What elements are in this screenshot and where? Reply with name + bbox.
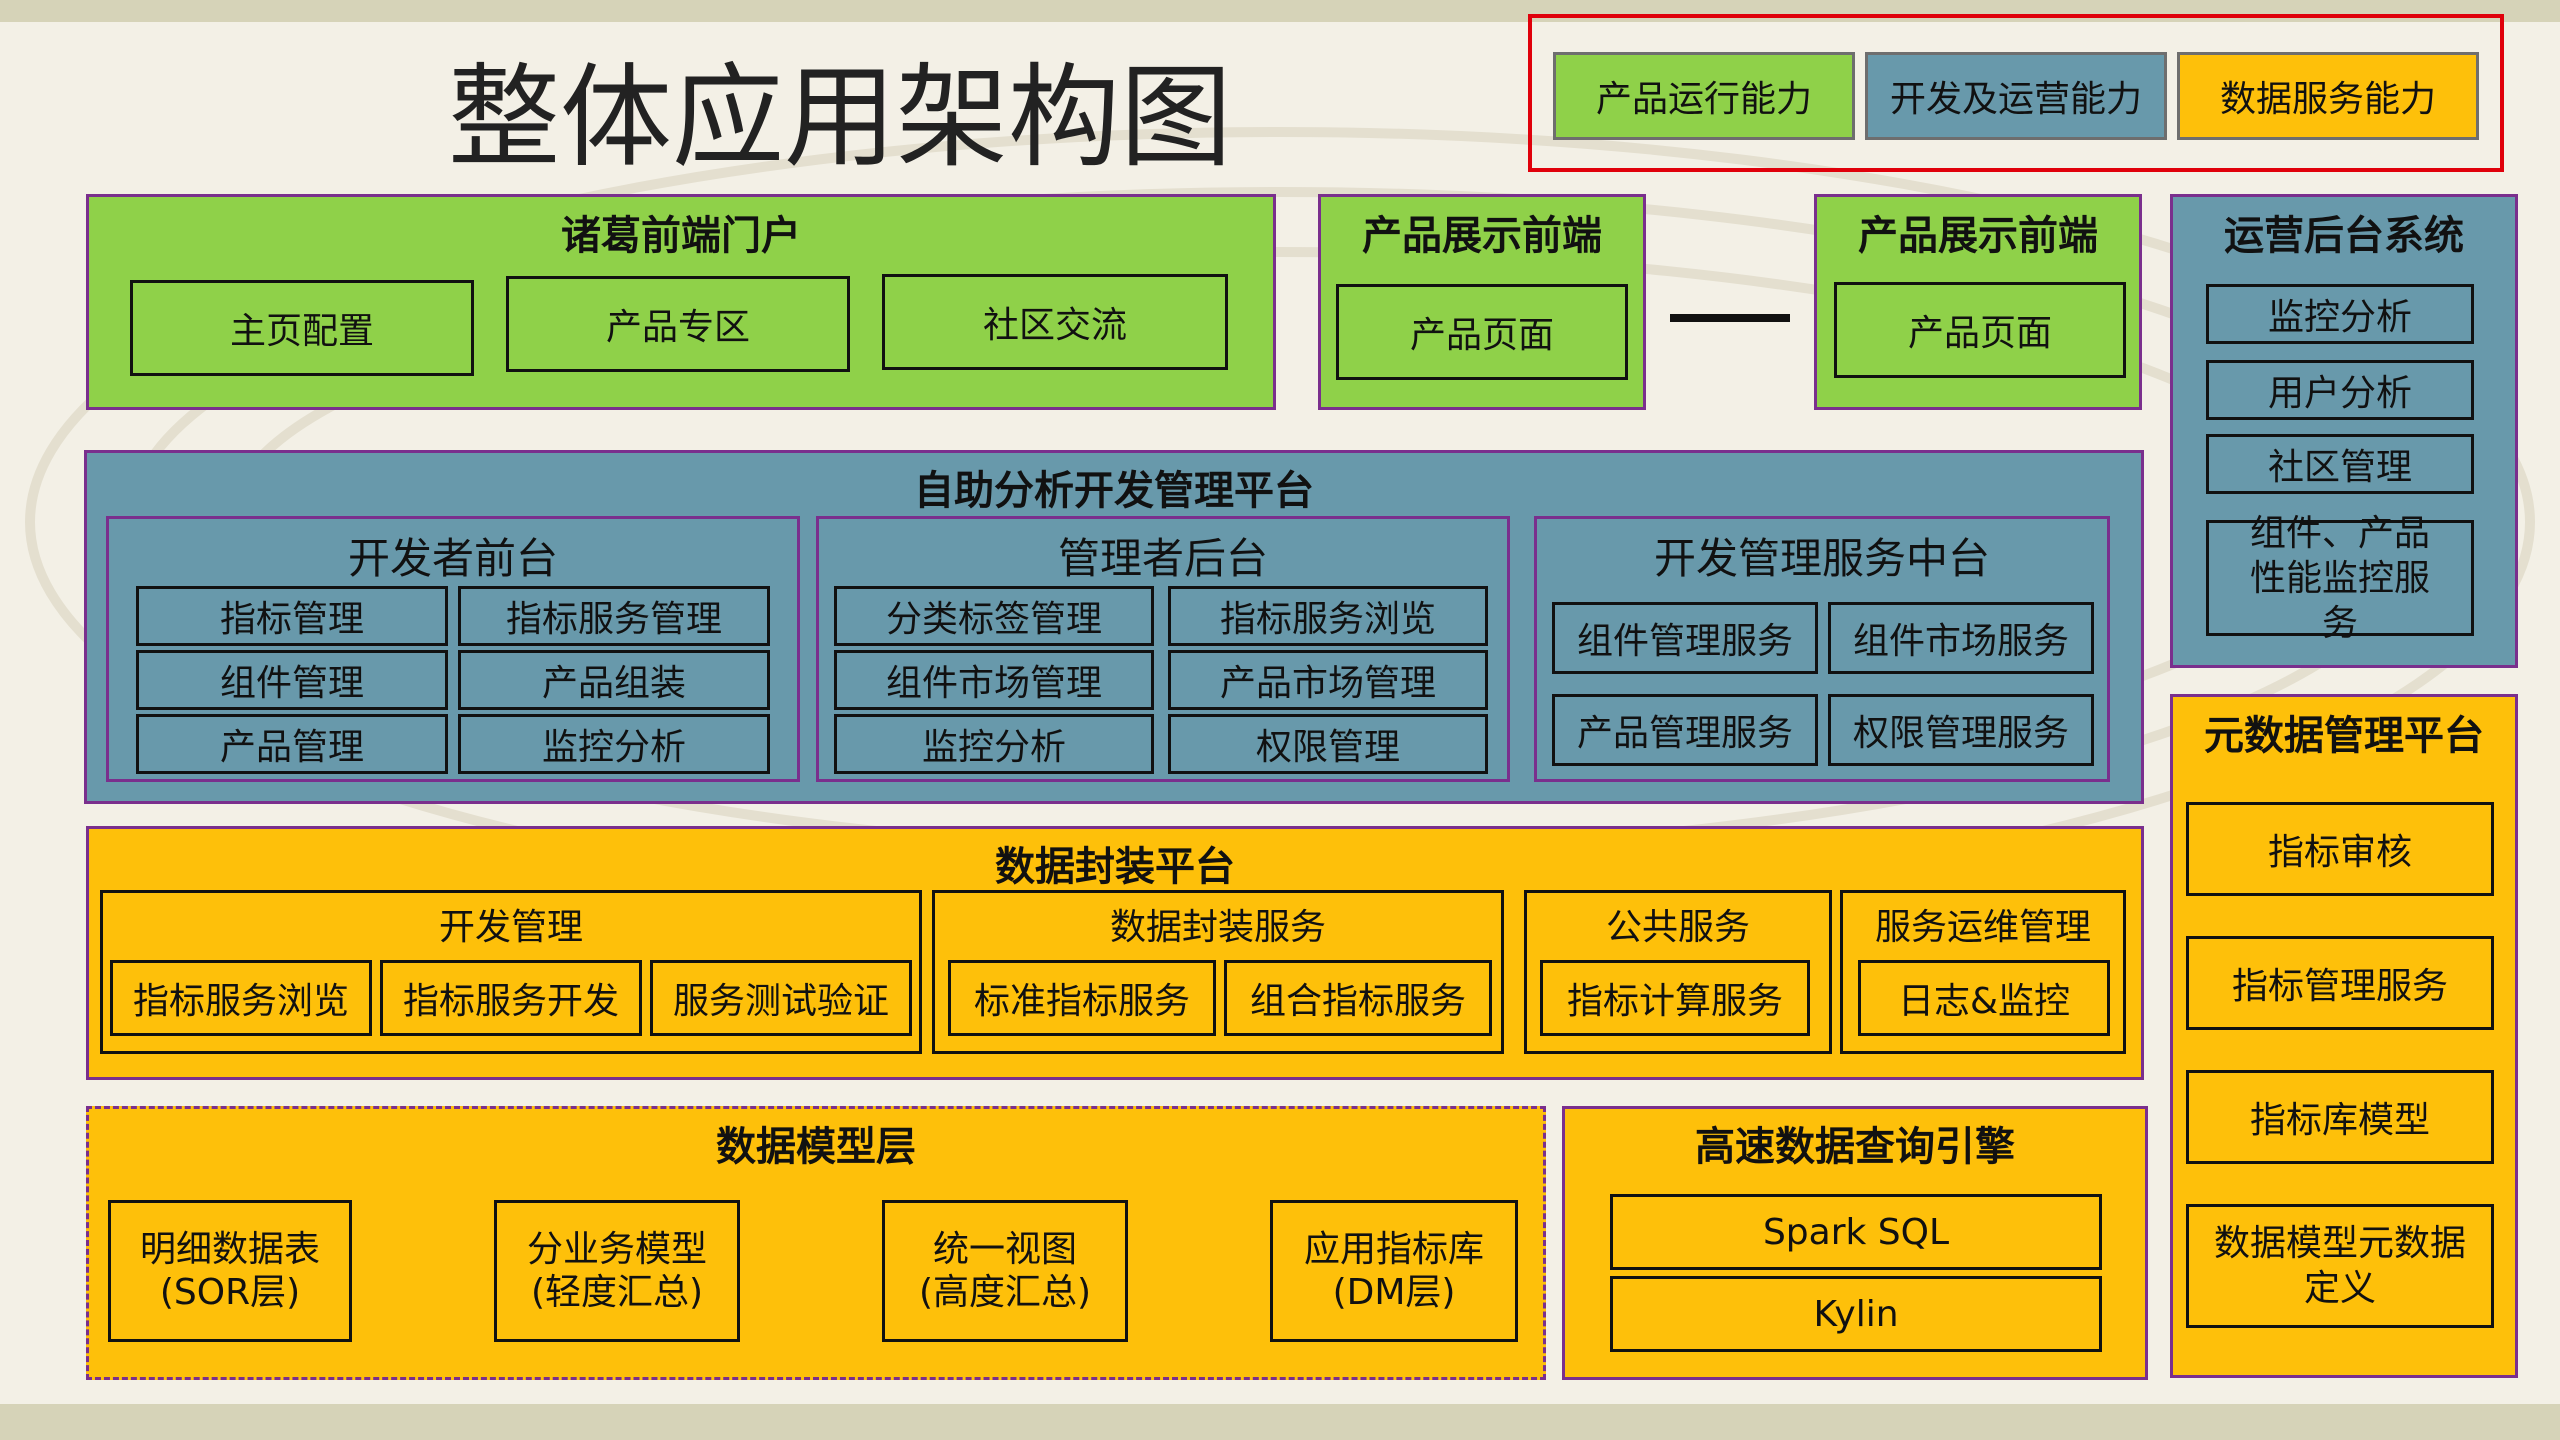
dev-mgmt-middle-title: 开发管理服务中台 — [1653, 533, 1990, 583]
dev-item-metric: 指标管理 — [136, 586, 448, 646]
encap-public-title: 公共服务 — [1605, 907, 1750, 948]
ops-item-monitor: 监控分析 — [2206, 284, 2474, 344]
model-item-dm-line2: (DM层) — [1332, 1272, 1456, 1313]
model-item-business: 分业务模型 (轻度汇总) — [494, 1200, 740, 1342]
middle-item-component-market: 组件市场服务 — [1828, 602, 2094, 674]
legend-item-product: 产品运行能力 — [1553, 52, 1855, 140]
encap-ops-title: 服务运维管理 — [1874, 907, 2091, 948]
encap-service-group — [932, 890, 1504, 1054]
middle-item-component: 组件管理服务 — [1552, 602, 1818, 674]
encap-public-group — [1524, 890, 1832, 1054]
ops-title: 运营后台系统 — [2224, 213, 2464, 259]
display-panel-a — [1318, 194, 1646, 410]
meta-title: 元数据管理平台 — [2204, 713, 2484, 759]
encap-title: 数据封装平台 — [995, 844, 1235, 890]
admin-back-title: 管理者后台 — [1057, 533, 1268, 583]
dev-item-product: 产品管理 — [136, 714, 448, 774]
model-item-dm: 应用指标库 (DM层) — [1270, 1200, 1518, 1342]
model-item-business-line1: 分业务模型 — [526, 1228, 707, 1270]
dev-mgmt-middle-group — [1534, 516, 2110, 782]
encap-devmgmt-group — [100, 890, 922, 1054]
admin-item-monitor: 监控分析 — [834, 714, 1154, 774]
meta-item-definition: 数据模型元数据定义 — [2186, 1204, 2494, 1328]
admin-item-tags: 分类标签管理 — [834, 586, 1154, 646]
selfservice-title: 自助分析开发管理平台 — [914, 468, 1314, 514]
portal-item-product-zone: 产品专区 — [506, 276, 850, 372]
model-panel — [86, 1106, 1546, 1380]
ops-item-perf: 组件、产品性能监控服务 — [2206, 513, 2474, 644]
display-b-title: 产品展示前端 — [1858, 213, 2098, 259]
dev-item-assembly: 产品组装 — [458, 650, 770, 710]
engine-panel — [1562, 1106, 2148, 1380]
model-item-view-line1: 统一视图 — [932, 1228, 1077, 1270]
model-item-dm-line1: 应用指标库 — [1303, 1228, 1484, 1270]
dev-item-component: 组件管理 — [136, 650, 448, 710]
engine-item-kylin: Kylin — [1610, 1276, 2102, 1352]
model-item-view: 统一视图 (高度汇总) — [882, 1200, 1128, 1342]
encap-item-log: 日志&监控 — [1858, 960, 2110, 1036]
dev-item-monitor: 监控分析 — [458, 714, 770, 774]
portal-title: 诸葛前端门户 — [561, 213, 801, 259]
encap-item-combined: 组合指标服务 — [1224, 960, 1492, 1036]
display-a-title: 产品展示前端 — [1362, 213, 1602, 259]
encap-service-title: 数据封装服务 — [1109, 907, 1326, 948]
ops-item-users: 用户分析 — [2206, 360, 2474, 420]
model-item-sor-line1: 明细数据表 — [139, 1228, 320, 1270]
encap-ops-group — [1840, 890, 2126, 1054]
legend-item-data: 数据服务能力 — [2177, 52, 2479, 140]
display-a-item: 产品页面 — [1336, 284, 1628, 380]
meta-item-service: 指标管理服务 — [2186, 936, 2494, 1030]
admin-back-group — [816, 516, 1510, 782]
encap-item-standard: 标准指标服务 — [948, 960, 1216, 1036]
dev-front-group — [106, 516, 800, 782]
ops-backend-panel — [2170, 194, 2518, 668]
meta-item-review: 指标审核 — [2186, 802, 2494, 896]
bottom-band — [0, 1404, 2560, 1440]
portal-item-community: 社区交流 — [882, 274, 1228, 370]
dev-item-metric-service: 指标服务管理 — [458, 586, 770, 646]
encap-item-test: 服务测试验证 — [650, 960, 912, 1036]
display-connector — [1670, 314, 1790, 322]
engine-title: 高速数据查询引擎 — [1695, 1124, 2015, 1170]
selfservice-panel — [84, 450, 2144, 804]
engine-item-spark: Spark SQL — [1610, 1194, 2102, 1270]
admin-item-metric-browse: 指标服务浏览 — [1168, 586, 1488, 646]
model-title: 数据模型层 — [716, 1124, 916, 1170]
admin-item-product-market: 产品市场管理 — [1168, 650, 1488, 710]
meta-panel — [2170, 694, 2518, 1378]
model-item-view-line2: (高度汇总) — [918, 1272, 1092, 1313]
middle-item-permission: 权限管理服务 — [1828, 694, 2094, 766]
encap-item-browse: 指标服务浏览 — [110, 960, 372, 1036]
display-b-item: 产品页面 — [1834, 282, 2126, 378]
encap-item-develop: 指标服务开发 — [380, 960, 642, 1036]
admin-item-component-market: 组件市场管理 — [834, 650, 1154, 710]
encap-devmgmt-title: 开发管理 — [438, 907, 583, 948]
middle-item-product: 产品管理服务 — [1552, 694, 1818, 766]
portal-item-home: 主页配置 — [130, 280, 474, 376]
admin-item-permission: 权限管理 — [1168, 714, 1488, 774]
page-title: 整体应用架构图 — [448, 53, 1232, 183]
model-item-sor-line2: (SOR层) — [159, 1272, 301, 1313]
ops-item-community: 社区管理 — [2206, 434, 2474, 494]
model-item-business-line2: (轻度汇总) — [530, 1272, 704, 1313]
meta-item-model: 指标库模型 — [2186, 1070, 2494, 1164]
encap-panel — [86, 826, 2144, 1080]
legend — [1528, 14, 2504, 172]
dev-front-title: 开发者前台 — [347, 533, 558, 583]
display-panel-b — [1814, 194, 2142, 410]
model-item-sor: 明细数据表 (SOR层) — [108, 1200, 352, 1342]
legend-item-devops: 开发及运营能力 — [1865, 52, 2167, 140]
encap-item-calc: 指标计算服务 — [1540, 960, 1810, 1036]
